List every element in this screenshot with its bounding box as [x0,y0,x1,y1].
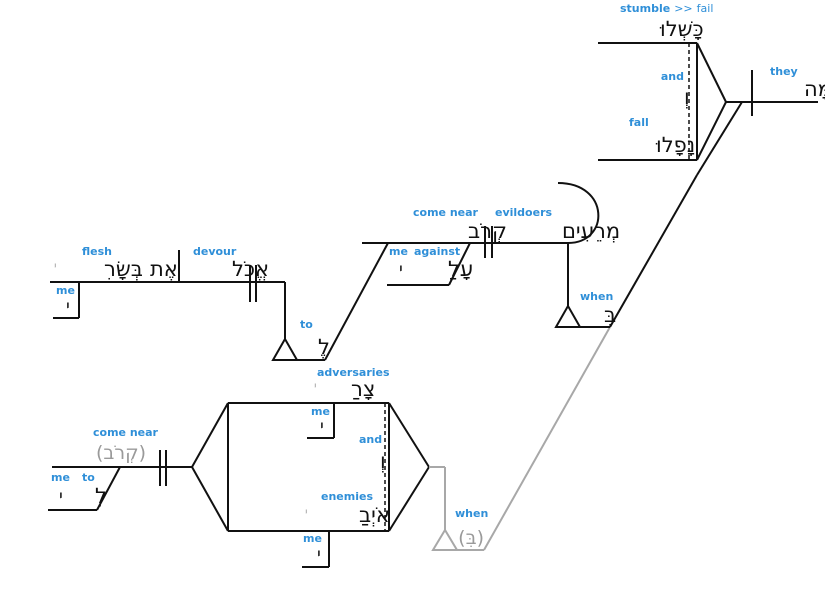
object-gloss: flesh [82,245,112,258]
possessor-hebrew: י [66,297,70,317]
verb-1-hebrew: כָּשְׁלוּ [660,17,704,41]
when-hebrew: בִּ [604,303,616,327]
to-hebrew: לֶ [318,335,330,359]
subject-1-gloss: adversaries [317,366,390,379]
clause-2-verb-hebrew: (קְרֹב) [96,442,146,464]
prep-object-hebrew: י [399,260,403,280]
possessor-2-hebrew: י [317,545,321,565]
subject-join-lower [388,466,430,532]
slant-connector-1 [696,101,743,176]
subject-curve [557,182,600,244]
when-gloss: when [580,290,613,303]
inf-verb-gloss: devour [193,245,237,258]
clause-2-prep-gloss: to [82,471,95,484]
temporal-connector-implied [483,326,611,551]
prep-gloss: against [414,245,460,258]
implied-when-triangle [431,528,459,551]
subject-2-hebrew: אֹיְבַ [359,503,390,527]
subject-hebrew: הֵמָּה [804,77,825,101]
subject-1-ghost: י [314,379,317,393]
prep-object-gloss: me [389,245,408,258]
infinitive-phrase: flesh י בְּשָׂרִ אֶת devour אֱכֹל me י t… [50,245,330,361]
verb-1-gloss: stumble>>fail [620,2,713,15]
subject-fork-upper [191,402,229,468]
clause-2-object-gloss: me [51,471,70,484]
verb-2-gloss: fall [629,116,649,129]
object-hebrew: בְּשָׂרִ [104,257,143,281]
clause-2-prep-hebrew: לִ [95,484,107,508]
fork-upper [696,42,727,103]
to-triangle [271,336,299,361]
to-gloss: to [300,318,313,331]
clause-2-object-hebrew: י [59,487,63,507]
object-ghost-yod: י [54,259,57,273]
possessor-1-gloss: me [311,405,330,418]
subject-2-gloss: enemies [321,490,373,503]
subject-1-hebrew: צָרַ [351,377,375,401]
possessor-gloss: me [56,284,75,297]
possessor-2-gloss: me [303,532,322,545]
prep-hebrew: עָלַ [448,257,473,281]
subject-gloss: they [770,65,798,78]
subject-fork-lower [191,466,229,532]
clause-2-prep-slant [96,466,121,511]
when-triangle [554,303,582,328]
subject-join-upper [388,402,430,468]
fork-lower [696,101,727,161]
possessor-1-hebrew: י [320,417,324,437]
implied-when-gloss: when [455,507,488,520]
subject-conjunction-gloss: and [359,433,382,446]
infinitive-connector [324,242,389,361]
clause-1-subject-gloss: evildoers [495,206,552,219]
subject-2-ghost: י [305,505,308,519]
verb-2-hebrew: נָפָלוּ [656,133,695,157]
clause-1-verb-gloss: come near [413,206,479,219]
clause-2-verb-gloss: come near [93,426,159,439]
marker-hebrew: אֶת [150,257,178,281]
temporal-connector [609,174,698,328]
conjunction-gloss: and [661,70,684,83]
inf-verb-hebrew: אֱכֹל [232,257,269,281]
clause-1-verb-hebrew: קְרֹב [468,219,507,243]
clause-2: come near (קְרֹב) me to י לִ adversaries… [48,366,488,568]
conjunction-hebrew: וְ [684,85,690,109]
main-clause: stumble>>fail כָּשְׁלוּ and וְ fall נָפָ… [598,2,825,176]
prep-slant [448,242,471,286]
implied-when-hebrew: (בִּ) [458,527,484,549]
clause-1-subject-hebrew: מְרֵעִים [562,219,620,243]
subject-conjunction-hebrew: וְ [380,449,386,473]
clause-1: come near קְרֹב evildoers מְרֵעִים me ag… [324,182,620,361]
